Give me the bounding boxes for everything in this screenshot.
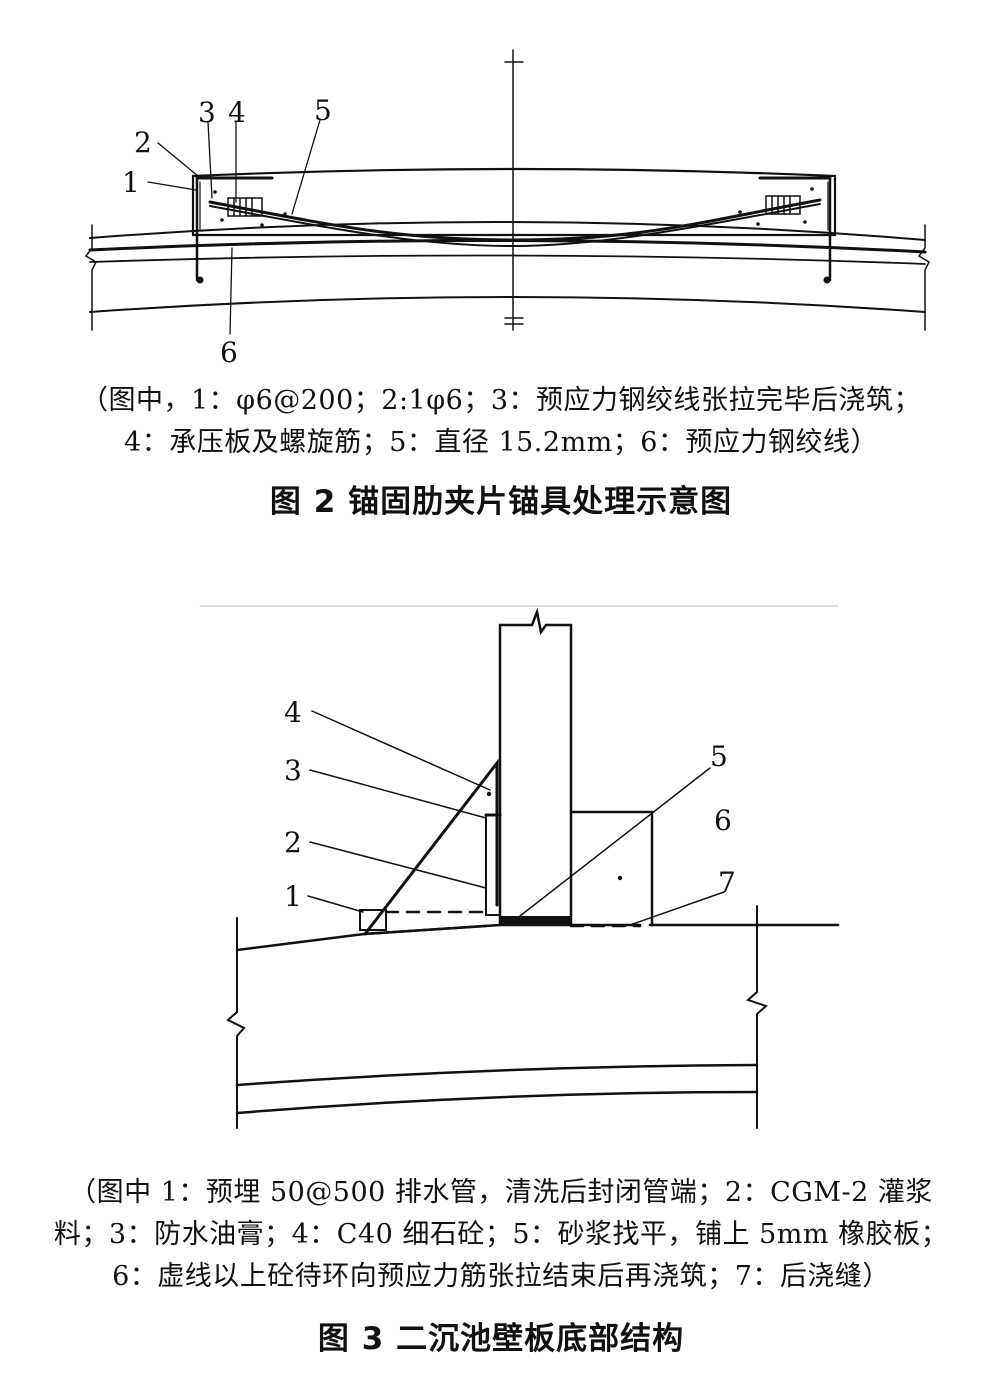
- wall-slab-top-edge: [89, 220, 926, 241]
- fig3-callout-6: 6: [714, 804, 732, 837]
- fig3-callout-3: 3: [284, 754, 302, 787]
- fig3-callout-1: 1: [284, 880, 302, 913]
- rubber-pad: [500, 916, 571, 925]
- caption-line: 4：承压板及螺旋筋；5：直径 15.2mm；6：预应力钢绞线）: [124, 427, 878, 458]
- caption-line: 6：虚线以上砼待环向预应力筋张拉结束后再浇筑；7：后浇缝）: [112, 1261, 890, 1292]
- fig3-callout-4: 4: [284, 696, 302, 729]
- wall-panel: [498, 607, 573, 927]
- c40-fine-concrete-fill: [363, 758, 499, 936]
- fig3-callout-7: 7: [718, 866, 736, 899]
- fig2-callout-4: 4: [228, 96, 246, 129]
- prestress-tendon-a: [208, 198, 822, 242]
- anchor-spiral-right: [765, 195, 801, 215]
- fig3-callout-2: 2: [284, 826, 302, 859]
- fig2-callout-6: 6: [220, 336, 238, 369]
- wall-slab-bottom-edge: [89, 296, 926, 313]
- figure-2-title: 图 2 锚固肋夹片锚具处理示意图: [269, 484, 733, 520]
- fig2-callout-1: 1: [122, 166, 140, 199]
- anchor-spiral-left: [227, 197, 263, 217]
- figure-2-caption: （图中，1：φ6@200；2:1φ6；3：预应力钢绞线张拉完毕后浇筑； 4：承压…: [0, 380, 1002, 464]
- caption-line: （图中 1：预埋 50@500 排水管，清洗后封闭管端；2：CGM-2 灌浆: [69, 1177, 933, 1208]
- drain-pipe: [359, 909, 387, 931]
- figure-3-caption: （图中 1：预埋 50@500 排水管，清洗后封闭管端；2：CGM-2 灌浆 料…: [0, 1172, 1002, 1298]
- caption-line: 料；3：防水油膏；4：C40 细石砼；5：砂浆找平，铺上 5mm 橡胶板；: [53, 1219, 949, 1250]
- fig2-callout-2: 2: [134, 126, 152, 159]
- figure-3-title: 图 3 二沉池壁板底部结构: [317, 1321, 685, 1357]
- prestress-tendon-b: [209, 203, 821, 248]
- figure-3-diagram: 1 2 3 4 5 6 7: [199, 605, 840, 1129]
- base-slab-bottom: [235, 1063, 759, 1087]
- caption-line: （图中，1：φ6@200；2:1φ6；3：预应力钢绞线张拉完毕后浇筑；: [80, 385, 921, 416]
- fig3-callout-5: 5: [710, 740, 728, 773]
- anchor-pocket-outline: [191, 167, 837, 237]
- figure-2-diagram: 1 2 3 4 5 6: [84, 49, 930, 369]
- post-pour-block: [569, 810, 654, 927]
- fig2-callout-3: 3: [198, 96, 216, 129]
- fig2-callout-5: 5: [314, 94, 332, 127]
